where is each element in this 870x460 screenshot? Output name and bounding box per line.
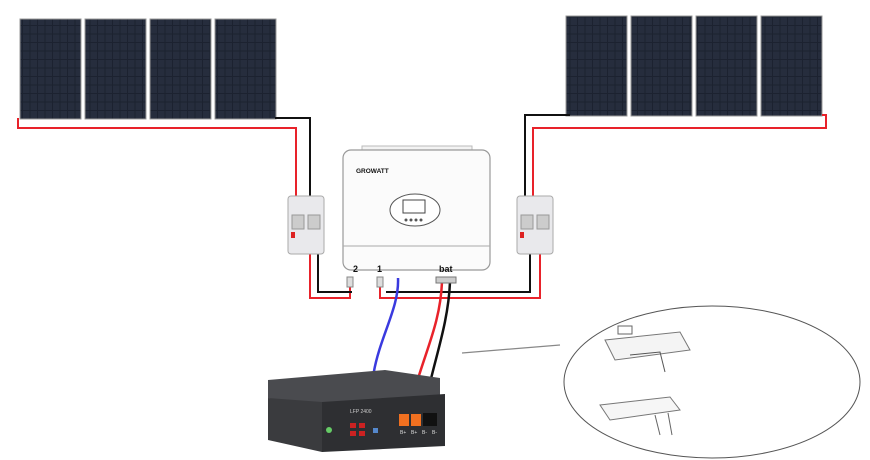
terminal-label: B- xyxy=(422,430,427,436)
solar-panel xyxy=(760,15,823,117)
inverter: GROWATT 2 1 bat xyxy=(342,145,491,288)
port-label-pv1: 1 xyxy=(377,264,382,274)
solar-panels-left xyxy=(19,18,277,120)
pv-wires-right xyxy=(379,114,827,299)
terminal-label: B+ xyxy=(411,430,417,436)
solar-panels-right xyxy=(565,15,823,117)
terminal-label: B- xyxy=(432,430,437,436)
solar-panel xyxy=(149,18,212,120)
solar-panel xyxy=(565,15,628,117)
dc-breaker-right xyxy=(516,195,554,255)
solar-panel xyxy=(19,18,82,120)
terminal-label: B+ xyxy=(400,430,406,436)
solar-panel xyxy=(214,18,277,120)
pointer-line xyxy=(461,344,561,354)
dc-breaker-left xyxy=(287,195,325,255)
inverter-brand: GROWATT xyxy=(356,168,389,175)
solar-panel xyxy=(695,15,758,117)
port-label-battery: bat xyxy=(439,264,453,274)
battery-model: LFP 2400 xyxy=(350,409,372,415)
detail-zoom-circle xyxy=(563,305,861,459)
port-label-pv2: 2 xyxy=(353,264,358,274)
pv-wires-left xyxy=(17,117,352,299)
solar-panel xyxy=(84,18,147,120)
solar-panel xyxy=(630,15,693,117)
battery-module: LFP 2400 B+ B+ B- B- xyxy=(268,370,445,452)
